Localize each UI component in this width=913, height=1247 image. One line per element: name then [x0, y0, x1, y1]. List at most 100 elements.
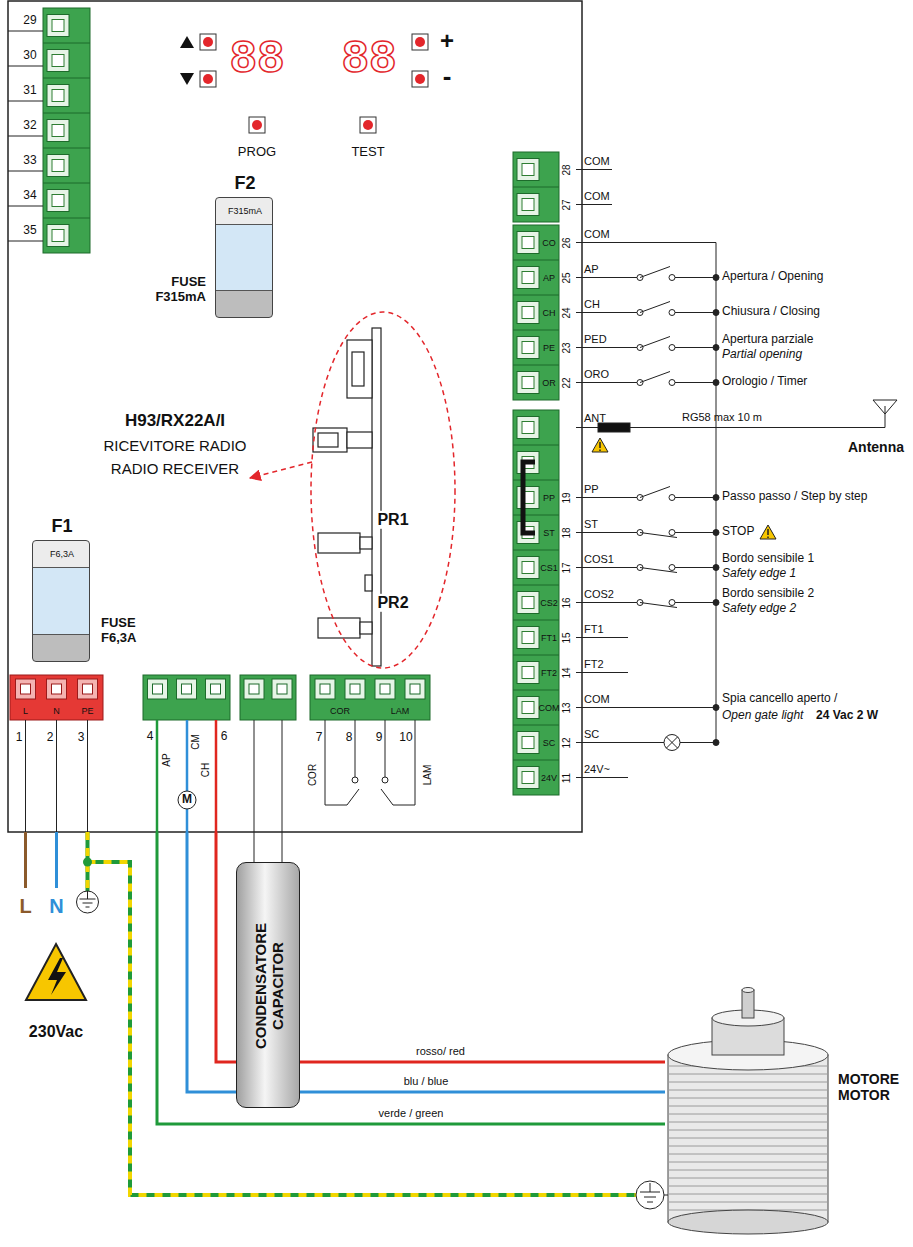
pin-number: 26 [561, 237, 573, 248]
terminal-block [522, 342, 534, 354]
display-digits: 88 [229, 34, 284, 87]
pin-name: AP [161, 753, 173, 766]
pin-number: 17 [561, 562, 573, 573]
signal-wire [576, 170, 719, 778]
terminal-block [517, 159, 539, 181]
motor-illustration [668, 1106, 828, 1107]
wiring-drawing [8, 8, 719, 795]
pin-number: 11 [561, 772, 573, 782]
control-board [8, 1, 582, 832]
fuse-label: FUSE F315mA [142, 275, 206, 305]
motor-illustration [668, 1146, 828, 1147]
terminal-block [513, 410, 559, 795]
pin-tick [8, 241, 43, 242]
motor-illustration [668, 1194, 828, 1195]
function-label: Bordo sensibile 2 [722, 587, 814, 601]
pin-number: 33 [23, 154, 36, 168]
terminal-label: L [23, 706, 28, 716]
wire-label: AP [584, 262, 599, 275]
signal-wire [576, 382, 716, 383]
terminal-block [240, 675, 296, 720]
pin-tick [8, 31, 43, 241]
motor-illustration [668, 1170, 828, 1171]
motor-illustration [668, 1138, 828, 1139]
terminal-block [513, 445, 559, 446]
pin-number: 16 [561, 597, 573, 608]
terminal-block [153, 684, 163, 694]
function-label: Bordo sensibile 1 [722, 552, 814, 566]
terminal-block [43, 8, 90, 253]
receiver-outline [311, 312, 455, 668]
terminal-block [47, 679, 67, 699]
terminal-block [47, 120, 69, 142]
pin-number: 35 [23, 224, 36, 238]
pin-line [352, 777, 358, 783]
fuse-name: F1 [51, 516, 72, 537]
function-label: Partial opening [722, 348, 802, 362]
antenna [598, 423, 630, 432]
earth-wire [88, 832, 637, 1195]
terminal-block [78, 679, 98, 699]
warning-sign [26, 944, 86, 1000]
button-dot [203, 37, 213, 47]
terminal-block [513, 690, 559, 691]
motor-illustration [668, 1066, 828, 1210]
button-dot [415, 37, 425, 47]
motor-illustration [668, 1114, 828, 1115]
terminal-block [47, 85, 69, 107]
leader-arrow [250, 462, 312, 478]
radio-receiver [365, 575, 372, 591]
terminal-block [148, 679, 168, 699]
signal-wire [576, 277, 716, 278]
fuse: F2F315mAFUSE F315mA [215, 197, 273, 318]
rating-label: 24 Vac 2 W [816, 709, 878, 723]
signal-wire [669, 345, 675, 351]
terminal-block [517, 732, 539, 754]
pin-number: 4 [147, 730, 154, 744]
push-button [249, 117, 265, 133]
push-button [200, 34, 216, 50]
terminal-label: COR [330, 706, 350, 716]
terminal-block [513, 620, 559, 621]
wire-label: COS2 [584, 587, 614, 600]
fuse: F1F6,3AFUSE F6,3A [32, 540, 90, 662]
pin-number: 23 [561, 342, 573, 353]
function-label: Apertura / Opening [722, 270, 823, 284]
terminal-block [43, 43, 90, 44]
antenna [576, 400, 897, 432]
terminal-block [513, 410, 559, 795]
motor-illustration [668, 1202, 828, 1203]
signal-wire [669, 310, 675, 316]
warning-sign [760, 525, 776, 539]
earth-wire [88, 832, 637, 1195]
terminal-label: PE [543, 342, 555, 352]
pin-number: 30 [23, 49, 36, 63]
button-label: + [440, 27, 454, 55]
terminal-block [320, 684, 330, 694]
terminal-block [513, 760, 559, 761]
terminal-label: CS2 [540, 597, 558, 607]
terminal-label: FT2 [541, 667, 557, 677]
motor-symbol-label: M [182, 793, 192, 807]
pin-line [26, 720, 416, 862]
terminal-block [240, 675, 296, 720]
antenna-label: Antenna [848, 439, 904, 455]
signal-wire [669, 275, 675, 281]
terminal-block [522, 307, 534, 319]
line-wire [24, 832, 27, 888]
terminal-block [10, 675, 103, 720]
signal-wire [576, 204, 612, 205]
fuse-name: F2 [234, 173, 255, 194]
terminal-block [522, 164, 534, 176]
terminal-label: FT1 [541, 632, 557, 642]
terminal-block [517, 767, 539, 789]
earth-symbol [77, 891, 99, 913]
motor-illustration [668, 1186, 828, 1187]
radio-receiver [313, 328, 381, 666]
button-dot [415, 74, 425, 84]
terminal-block [244, 679, 264, 699]
supply-label: L [19, 895, 31, 918]
terminal-block [513, 225, 559, 400]
warning-sign [599, 442, 601, 451]
function-label: Open gate light [722, 709, 803, 723]
